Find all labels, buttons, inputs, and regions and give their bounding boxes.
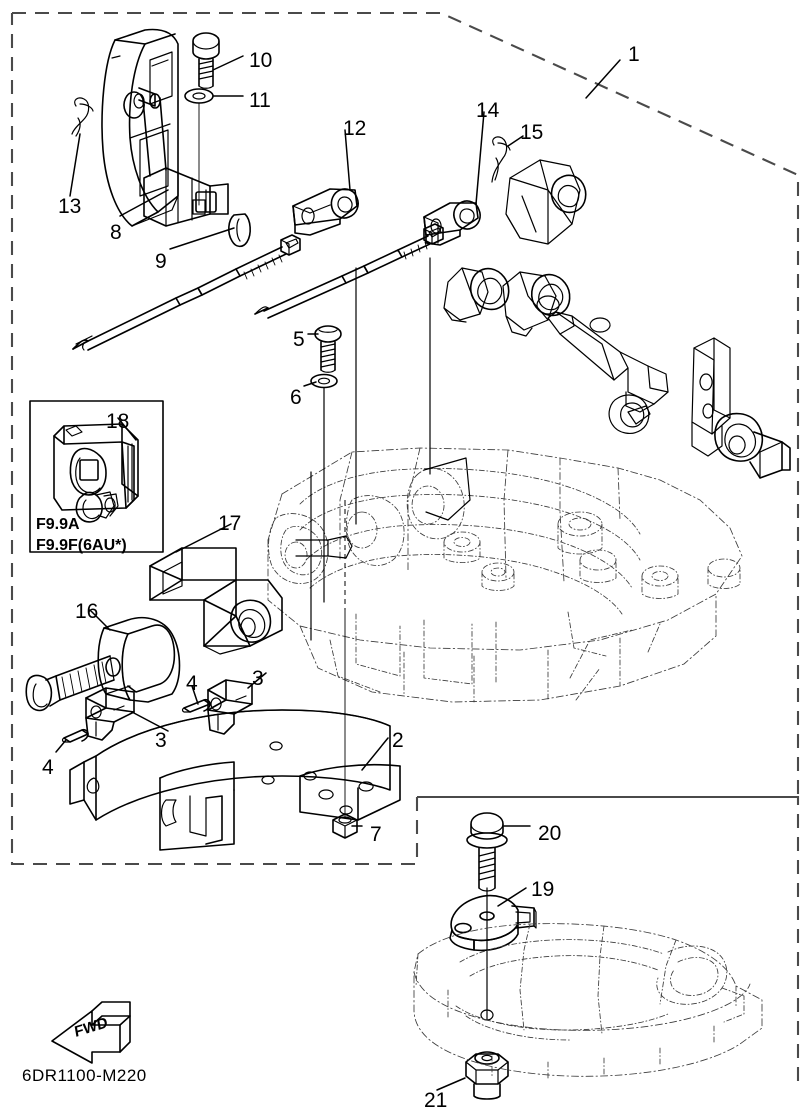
diagram-code: 6DR1100-M220 <box>22 1066 147 1085</box>
region-lower-mount-group <box>424 795 800 1085</box>
callout-20: 20 <box>538 822 562 845</box>
callout-15: 15 <box>520 121 544 144</box>
callout-7: 7 <box>370 823 382 846</box>
part-14-rod-end <box>423 200 481 246</box>
part-10-bolt <box>192 32 220 89</box>
callout-14: 14 <box>476 99 500 122</box>
ghost-shift-linkage <box>443 159 791 479</box>
callout-16: 16 <box>75 600 99 623</box>
callout-1: 1 <box>628 43 640 66</box>
ghost-lower-mount-housing <box>413 923 763 1079</box>
control-cable-a <box>72 234 301 351</box>
callout-8: 8 <box>110 221 122 244</box>
part-8-handle-bracket <box>101 28 229 227</box>
part-13-cotter-pin <box>71 97 94 137</box>
control-cable-b <box>254 223 444 319</box>
callout-10: 10 <box>249 49 273 72</box>
part-16-bolt <box>25 655 115 712</box>
callout-2: 2 <box>392 729 404 752</box>
callout-18: 18 <box>106 410 130 433</box>
variant-inset-box <box>29 400 164 553</box>
part-5-screw <box>314 325 342 373</box>
callout-11: 11 <box>249 89 271 112</box>
callout-17: 17 <box>218 512 242 535</box>
fwd-arrow <box>51 1001 131 1064</box>
part-3-cable-clamp-right <box>207 679 253 735</box>
callout-13: 13 <box>58 195 82 218</box>
part-21-nut <box>465 1051 509 1100</box>
callout-3a: 3 <box>252 667 264 690</box>
part-20-flange-bolt <box>466 812 508 892</box>
part-15-cotter-pin <box>491 136 511 183</box>
callout-21: 21 <box>424 1089 448 1112</box>
region-remote-control-group <box>10 11 800 866</box>
part-7-nut <box>332 813 358 839</box>
variant-box-line-1: F9.9A <box>36 516 80 533</box>
callout-4b: 4 <box>42 756 54 779</box>
part-12-rod-end <box>292 188 359 236</box>
bolt-seat <box>192 199 206 215</box>
callout-12: 12 <box>343 117 367 140</box>
callout-19: 19 <box>531 878 555 901</box>
part-16-cable-holder <box>97 616 181 703</box>
part-3-cable-clamp-left <box>85 687 135 741</box>
variant-box-line-2: F9.9F(6AU*) <box>36 537 127 554</box>
leader-lines <box>55 55 621 1091</box>
callout-4a: 4 <box>186 672 198 695</box>
part-9-grommet <box>228 213 251 248</box>
callout-3b: 3 <box>155 729 167 752</box>
ghost-engine-mount-body <box>267 447 743 703</box>
part-2-mounting-bracket <box>69 709 401 851</box>
callout-9: 9 <box>155 250 167 273</box>
callout-6: 6 <box>290 386 302 409</box>
callout-5: 5 <box>293 328 305 351</box>
part-17-cable-joint <box>149 547 283 655</box>
